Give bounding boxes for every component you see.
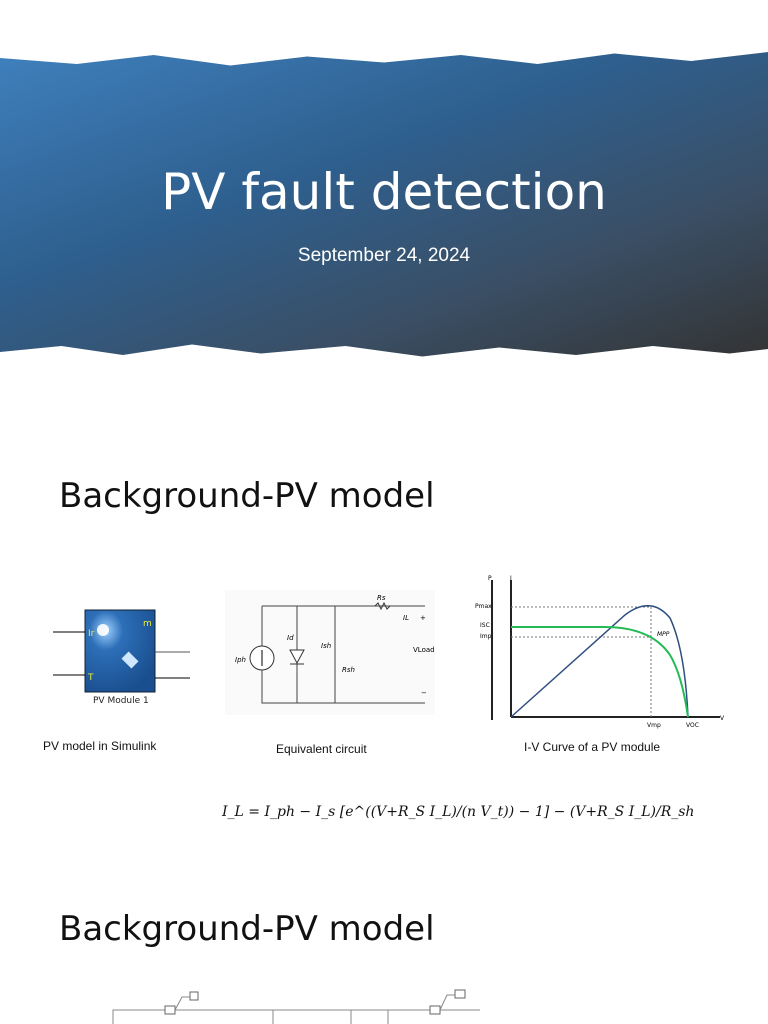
slide-heading: Background-PV model <box>59 476 435 516</box>
svg-text:ISC: ISC <box>480 622 490 629</box>
svg-text:Pmax: Pmax <box>475 603 492 610</box>
svg-text:VLoad: VLoad <box>413 646 435 654</box>
svg-text:P: P <box>488 575 492 582</box>
slide-heading: Background-PV model <box>59 909 435 949</box>
caption-circuit: Equivalent circuit <box>276 742 367 756</box>
svg-text:Imp: Imp <box>480 633 492 640</box>
svg-text:Rsh: Rsh <box>342 666 355 674</box>
pv-equation: I_L = I_ph − I_s [e^((V+R_S I_L)/(n V_t)… <box>222 804 695 820</box>
svg-text:Iph: Iph <box>235 656 246 664</box>
slide-title: PV fault detection <box>161 163 607 221</box>
svg-text:Ir: Ir <box>88 629 95 639</box>
slide-date: September 24, 2024 <box>297 245 471 266</box>
svg-text:MPP: MPP <box>657 631 670 638</box>
svg-text:+: + <box>420 614 426 622</box>
svg-text:m: m <box>143 619 152 629</box>
svg-text:Ish: Ish <box>321 642 331 650</box>
svg-text:I: I <box>510 575 512 582</box>
svg-text:Rs: Rs <box>377 594 386 602</box>
caption-iv-curve: I-V Curve of a PV module <box>524 740 661 754</box>
svg-text:−: − <box>421 689 427 697</box>
svg-text:T: T <box>87 673 94 683</box>
svg-text:V: V <box>720 715 725 722</box>
caption-simulink: PV model in Simulink <box>43 739 157 753</box>
svg-text:Vmp: Vmp <box>647 722 661 729</box>
svg-text:IL: IL <box>403 614 409 622</box>
svg-text:PV Module 1: PV Module 1 <box>93 696 149 706</box>
svg-text:Id: Id <box>287 634 294 642</box>
title-banner <box>0 50 768 360</box>
svg-text:VOC: VOC <box>686 722 699 729</box>
simulink-model-diagram <box>112 989 480 1024</box>
